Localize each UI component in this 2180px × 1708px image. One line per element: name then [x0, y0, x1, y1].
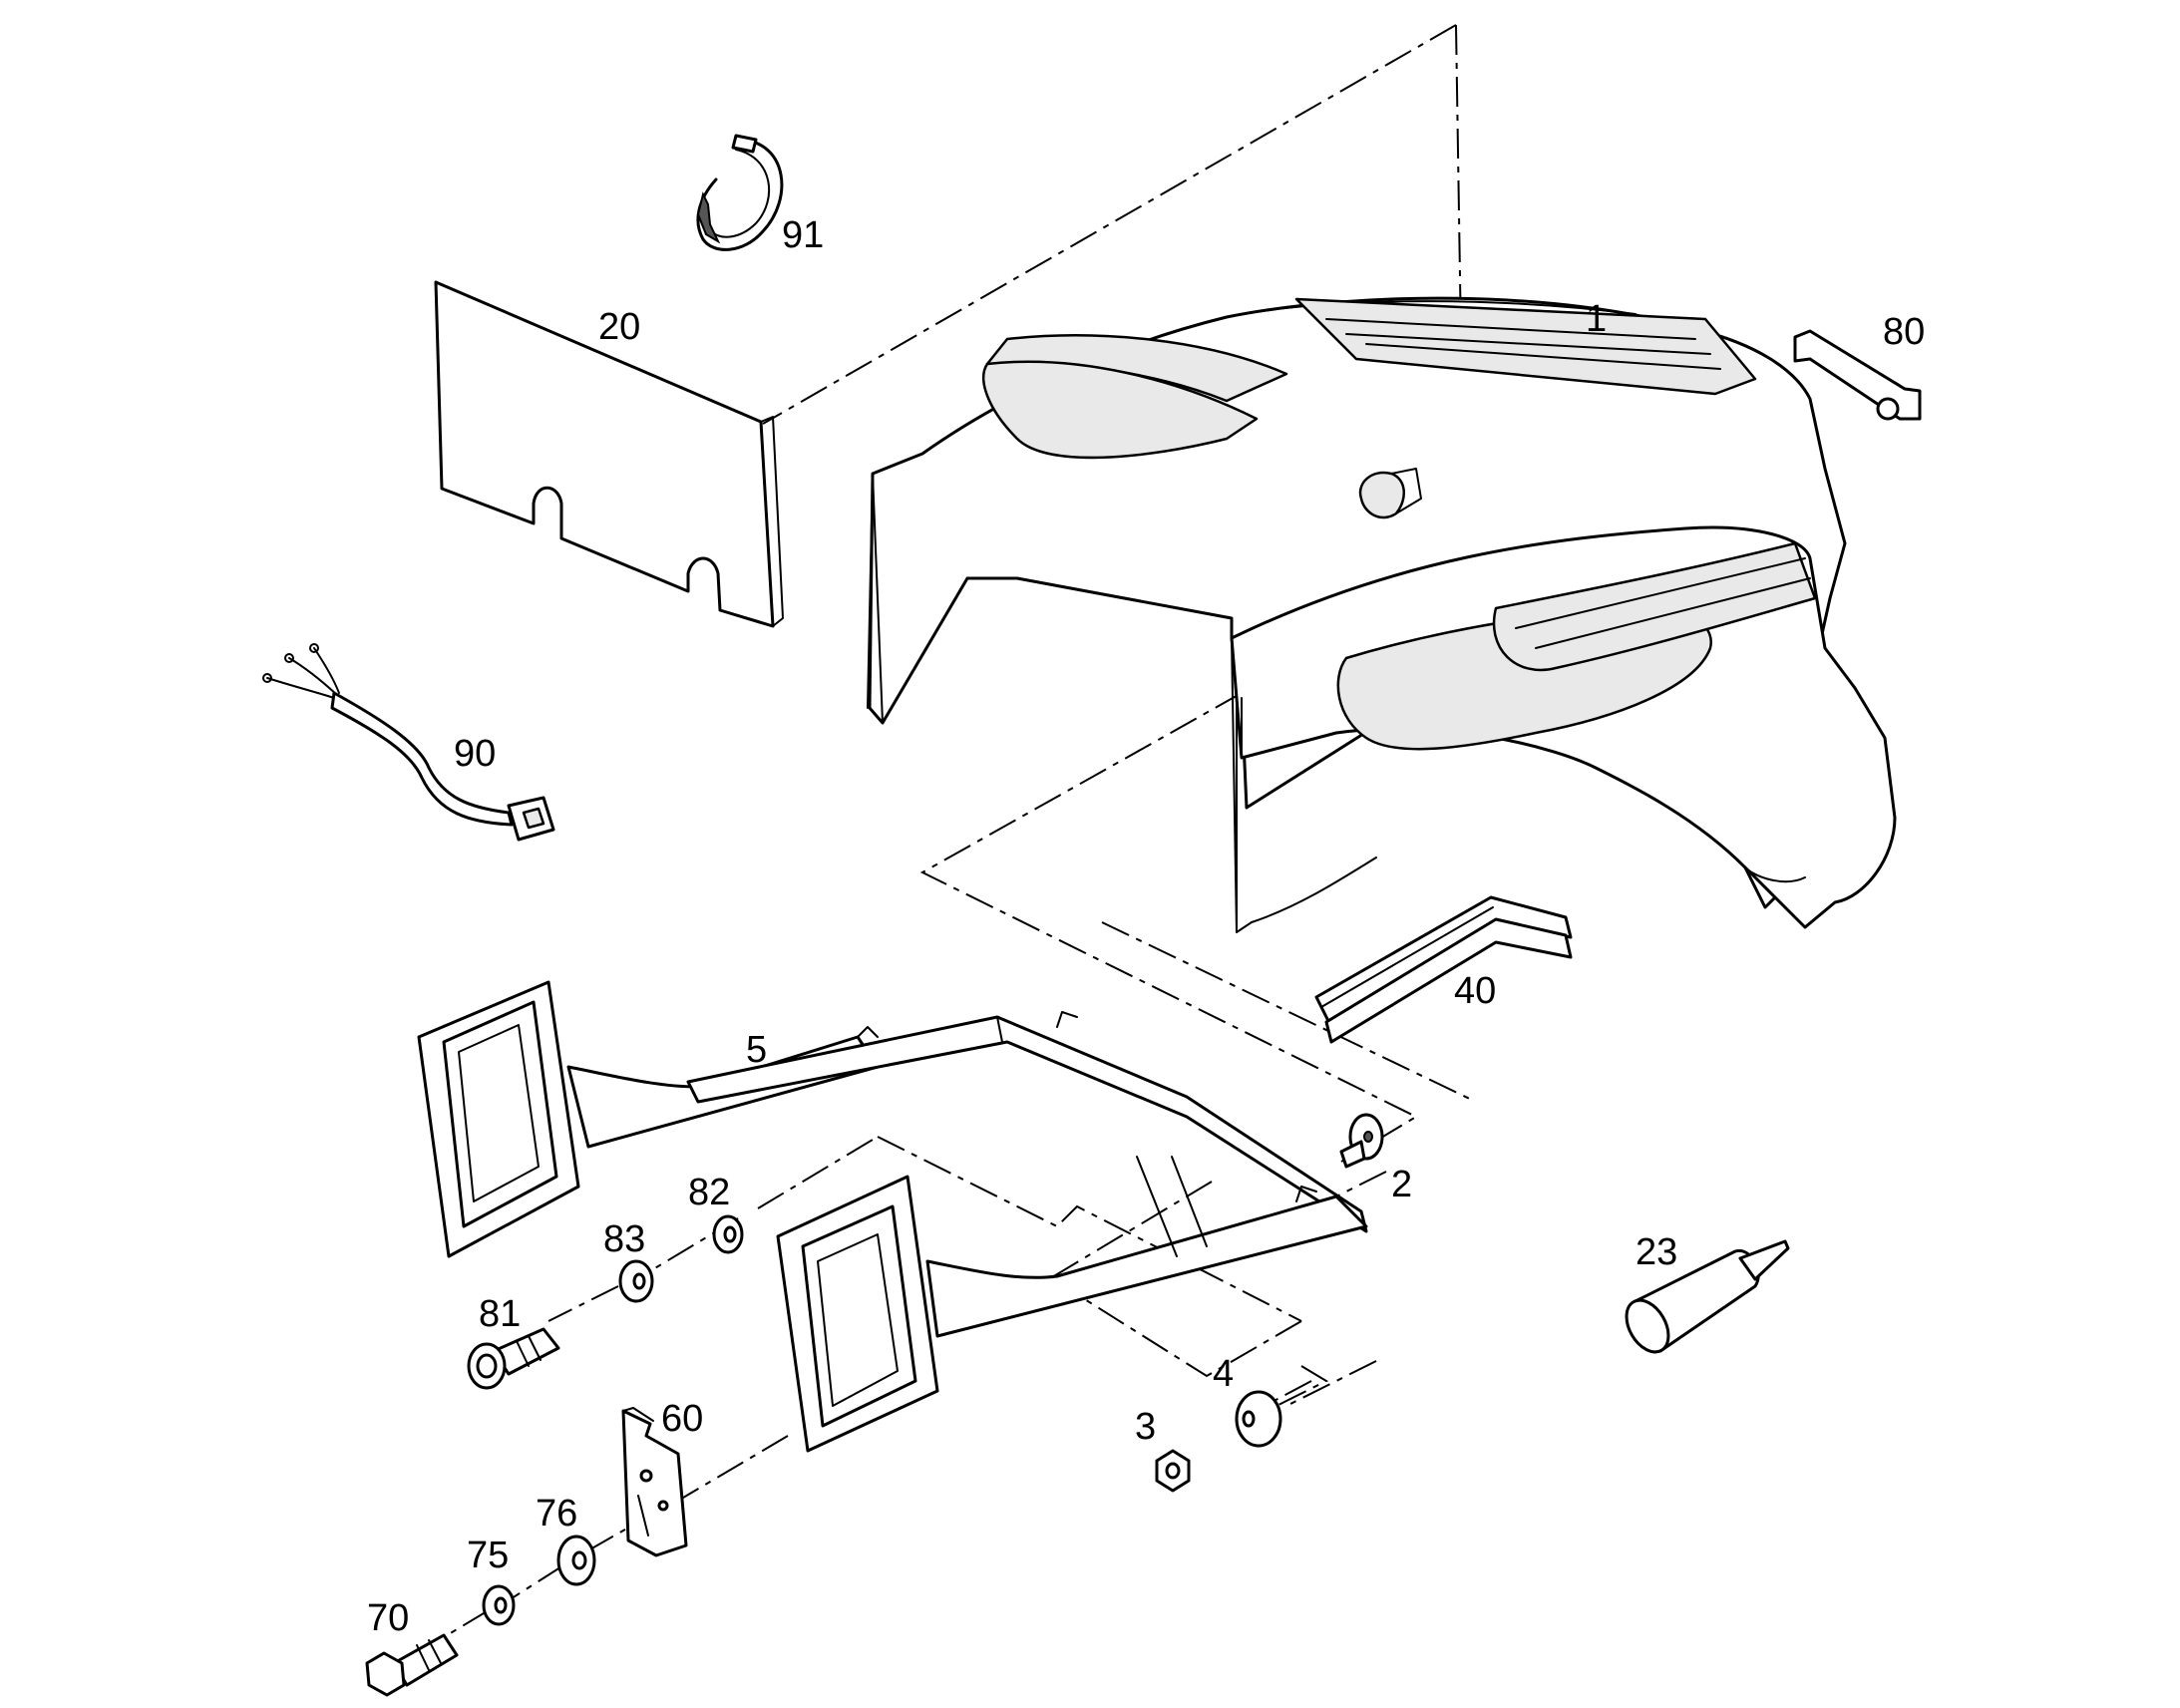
part-1-main-cover[interactable]: [867, 296, 1897, 933]
assembly-leader-lines: [438, 24, 1791, 1641]
callout-80: 80: [1883, 311, 1925, 353]
callout-82: 82: [688, 1172, 730, 1213]
callout-1: 1: [1586, 298, 1607, 340]
callout-23: 23: [1635, 1231, 1677, 1273]
callout-3: 3: [1135, 1406, 1156, 1448]
part-83-washer[interactable]: [618, 1259, 654, 1303]
part-70-hex-bolt[interactable]: [365, 1633, 459, 1697]
callout-90: 90: [454, 733, 496, 775]
callout-70: 70: [367, 1597, 409, 1639]
part-3-hex-nut[interactable]: [1155, 1449, 1191, 1493]
callout-83: 83: [603, 1218, 645, 1260]
callout-76: 76: [536, 1493, 577, 1535]
callout-60: 60: [661, 1398, 703, 1440]
callout-labels: 1 80 91 20 90 40 5 2 82 83 81 23 4 3 60 …: [367, 214, 1925, 1639]
part-90-wiring-harness[interactable]: [262, 643, 555, 842]
callout-5: 5: [746, 1029, 767, 1071]
callout-81: 81: [479, 1293, 521, 1335]
part-91-hose-clamp[interactable]: [696, 134, 784, 251]
callout-20: 20: [598, 306, 640, 348]
part-40-rail-strip[interactable]: [1314, 895, 1573, 1044]
part-5-frame[interactable]: [417, 980, 1368, 1453]
part-76-washer[interactable]: [556, 1535, 596, 1586]
callout-91: 91: [782, 214, 824, 256]
part-60-bracket-plate[interactable]: [621, 1407, 688, 1557]
part-4-washer[interactable]: [1235, 1390, 1282, 1448]
callout-40: 40: [1454, 970, 1496, 1012]
part-80-handle[interactable]: [1793, 329, 1922, 421]
part-23-sealant-tube[interactable]: [1618, 1239, 1790, 1359]
part-20-insulation-panel[interactable]: [434, 280, 784, 628]
callout-2: 2: [1391, 1164, 1412, 1205]
part-2-pin-disc[interactable]: [1339, 1113, 1384, 1169]
part-82-washer[interactable]: [712, 1214, 744, 1254]
part-75-washer[interactable]: [482, 1584, 516, 1626]
callout-4: 4: [1213, 1353, 1234, 1395]
callout-75: 75: [467, 1535, 509, 1576]
part-81-bolt[interactable]: [467, 1327, 560, 1390]
